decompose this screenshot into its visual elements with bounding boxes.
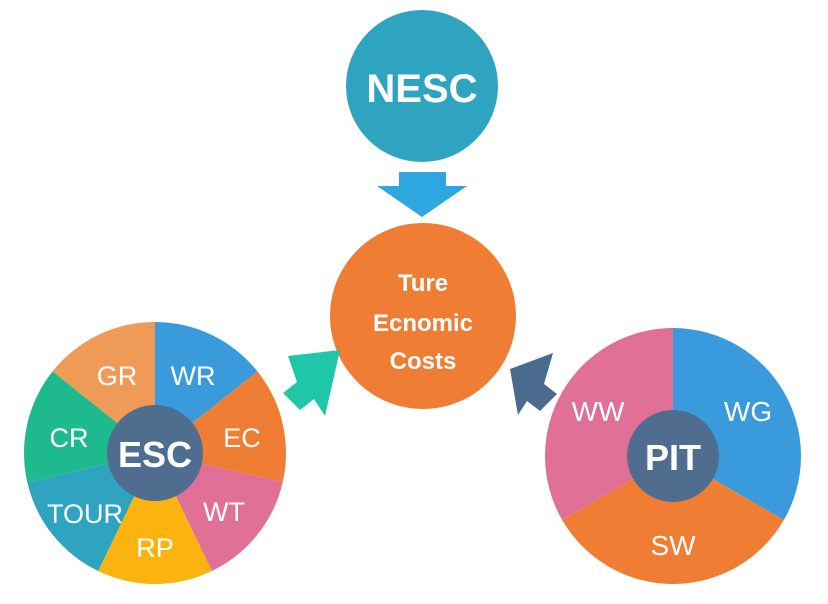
up-right-arrow-icon	[283, 350, 340, 416]
segment-label-cr: CR	[50, 423, 89, 453]
pit-segment-sw	[562, 456, 784, 584]
esc-hub-label: ESC	[118, 434, 192, 475]
esc-hub	[107, 405, 203, 501]
segment-label-tour: TOUR	[47, 499, 123, 529]
esc-wheel: ESC WR EC WT RP TOUR CR GR	[23, 322, 287, 585]
down-arrow-icon	[377, 172, 467, 217]
center-node-line-1: Ture	[398, 270, 448, 297]
up-left-arrow-icon	[510, 353, 557, 415]
segment-label-ec: EC	[223, 423, 261, 453]
segment-label-rp: RP	[136, 533, 174, 563]
top-node: NESC	[346, 10, 498, 162]
pit-wheel: PIT WG SW WW	[545, 328, 801, 584]
segment-label-wt: WT	[203, 497, 245, 527]
segment-label-ww: WW	[572, 396, 625, 427]
center-node-line-2: Ecnomic	[373, 310, 473, 337]
center-node: Ture Ecnomic Costs	[330, 223, 516, 409]
esc-segment-rp	[98, 453, 212, 585]
segment-label-wg: WG	[724, 396, 772, 427]
pit-hub	[627, 410, 719, 502]
center-node-circle	[330, 223, 516, 409]
pit-hub-label: PIT	[645, 437, 701, 478]
segment-label-sw: SW	[650, 530, 696, 561]
segment-label-wr: WR	[171, 361, 216, 391]
center-node-line-3: Costs	[390, 348, 457, 375]
top-node-circle	[346, 10, 498, 162]
segment-label-gr: GR	[97, 361, 138, 391]
top-node-label: NESC	[366, 67, 477, 111]
